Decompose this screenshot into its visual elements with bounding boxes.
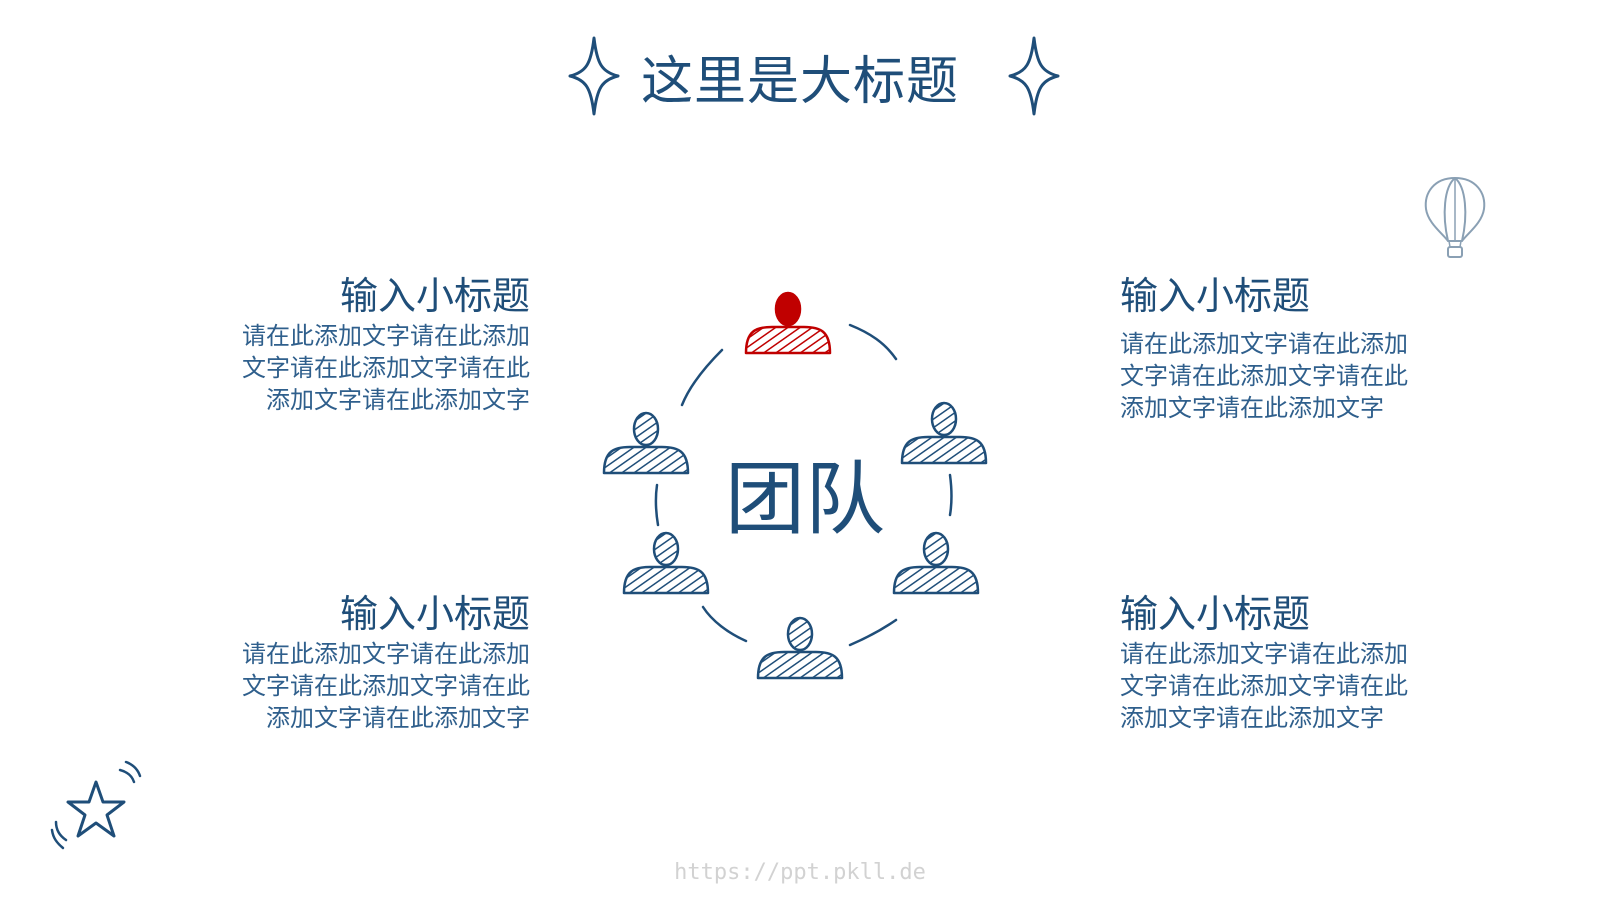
sparkle-icon xyxy=(1008,36,1060,116)
text-block-bottom-right: 输入小标题 请在此添加文字请在此添加 文字请在此添加文字请在此 添加文字请在此添… xyxy=(1120,590,1450,734)
body-line: 请在此添加文字请在此添加 xyxy=(242,640,530,668)
body-line: 请在此添加文字请在此添加 xyxy=(1120,640,1408,668)
page-title: 这里是大标题 xyxy=(640,52,959,112)
body-line: 文字请在此添加文字请在此 xyxy=(1120,362,1408,390)
center-label: 团队 xyxy=(725,453,885,546)
body-text: 请在此添加文字请在此添加 文字请在此添加文字请在此 添加文字请在此添加文字 xyxy=(200,638,530,734)
connector-arc xyxy=(848,323,898,361)
body-text: 请在此添加文字请在此添加 文字请在此添加文字请在此 添加文字请在此添加文字 xyxy=(200,320,530,416)
connector-arcs xyxy=(654,323,953,647)
person-icon xyxy=(622,531,710,595)
body-line: 添加文字请在此添加文字 xyxy=(266,704,530,732)
connector-arc xyxy=(701,605,748,643)
body-line: 添加文字请在此添加文字 xyxy=(266,386,530,414)
text-block-top-left: 输入小标题 请在此添加文字请在此添加 文字请在此添加文字请在此 添加文字请在此添… xyxy=(200,272,530,416)
connector-arc xyxy=(948,473,953,517)
body-text: 请在此添加文字请在此添加 文字请在此添加文字请在此 添加文字请在此添加文字 xyxy=(1120,638,1450,734)
body-line: 文字请在此添加文字请在此 xyxy=(1120,672,1408,700)
person-icon xyxy=(900,401,988,465)
connector-arc xyxy=(654,483,660,527)
body-line: 请在此添加文字请在此添加 xyxy=(1120,330,1408,358)
body-text: 请在此添加文字请在此添加 文字请在此添加文字请在此 添加文字请在此添加文字 xyxy=(1120,328,1450,424)
body-line: 添加文字请在此添加文字 xyxy=(1120,704,1384,732)
star-doodle-icon xyxy=(50,760,142,850)
person-icon xyxy=(602,411,690,475)
body-line: 文字请在此添加文字请在此 xyxy=(242,354,530,382)
connector-arc xyxy=(680,348,724,407)
connector-arc xyxy=(848,618,898,647)
text-block-top-right: 输入小标题 请在此添加文字请在此添加 文字请在此添加文字请在此 添加文字请在此添… xyxy=(1120,272,1450,424)
subtitle: 输入小标题 xyxy=(1120,592,1311,636)
subtitle: 输入小标题 xyxy=(339,274,530,318)
person-icon xyxy=(892,531,980,595)
body-line: 请在此添加文字请在此添加 xyxy=(242,322,530,350)
subtitle: 输入小标题 xyxy=(1120,274,1311,318)
subtitle: 输入小标题 xyxy=(339,592,530,636)
person-icon xyxy=(756,616,844,680)
body-line: 添加文字请在此添加文字 xyxy=(1120,394,1384,422)
sparkle-icon xyxy=(568,36,620,116)
team-diagram xyxy=(602,291,988,680)
hot-air-balloon-icon xyxy=(1424,176,1486,258)
person-icon-leader xyxy=(744,291,832,355)
body-line: 文字请在此添加文字请在此 xyxy=(242,672,530,700)
watermark-url: https://ppt.pkll.de xyxy=(674,860,926,885)
text-block-bottom-left: 输入小标题 请在此添加文字请在此添加 文字请在此添加文字请在此 添加文字请在此添… xyxy=(200,590,530,734)
